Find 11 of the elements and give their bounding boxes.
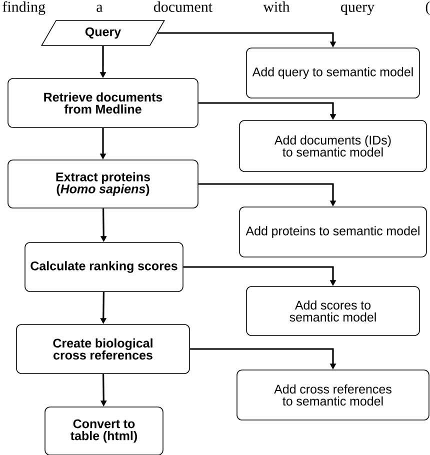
process-box: Convert to table (html) <box>44 406 164 455</box>
process-box: Create biological cross references <box>16 324 190 374</box>
caption-text: finding a document with query ( <box>2 1 430 15</box>
model-box: Add proteins to semantic model <box>239 206 427 258</box>
model-box: Add documents (IDs) to semantic model <box>239 120 427 172</box>
process-box: Retrieve documents from Medline <box>8 78 198 128</box>
model-box: Add cross references to semantic model <box>236 370 430 420</box>
model-box: Add scores to semantic model <box>246 286 420 336</box>
process-box: Calculate ranking scores <box>24 242 184 292</box>
model-box: Add query to semantic model <box>246 48 420 98</box>
process-box: Extract proteins (Homo sapiens) <box>8 160 198 208</box>
